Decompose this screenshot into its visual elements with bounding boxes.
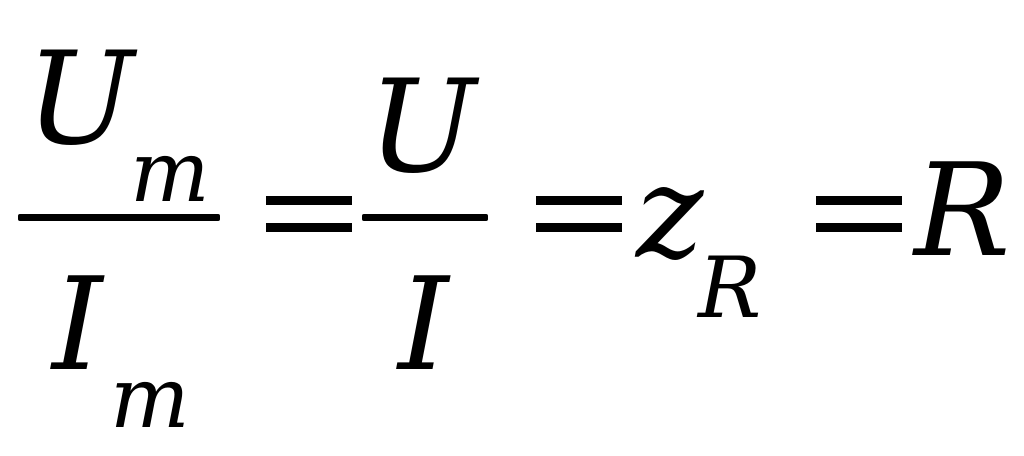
equals-sign-2 [536,196,622,232]
equals-sign-1 [266,196,352,232]
resistance-R: R [914,137,1011,286]
equals-sign-3 [816,196,902,232]
impedance-z: z [636,139,704,288]
frac2-denominator-I: I [398,251,449,400]
frac2-fraction-bar [362,214,488,221]
frac1-numerator-subscript-m: m [130,123,210,221]
frac1-denominator-subscript-m: m [110,349,190,447]
impedance-subscript-R: R [698,239,762,337]
frac2-numerator-U: U [368,53,476,202]
frac1-numerator-U: U [26,25,134,174]
frac1-fraction-bar [18,214,220,221]
frac1-denominator-I: I [52,251,103,400]
